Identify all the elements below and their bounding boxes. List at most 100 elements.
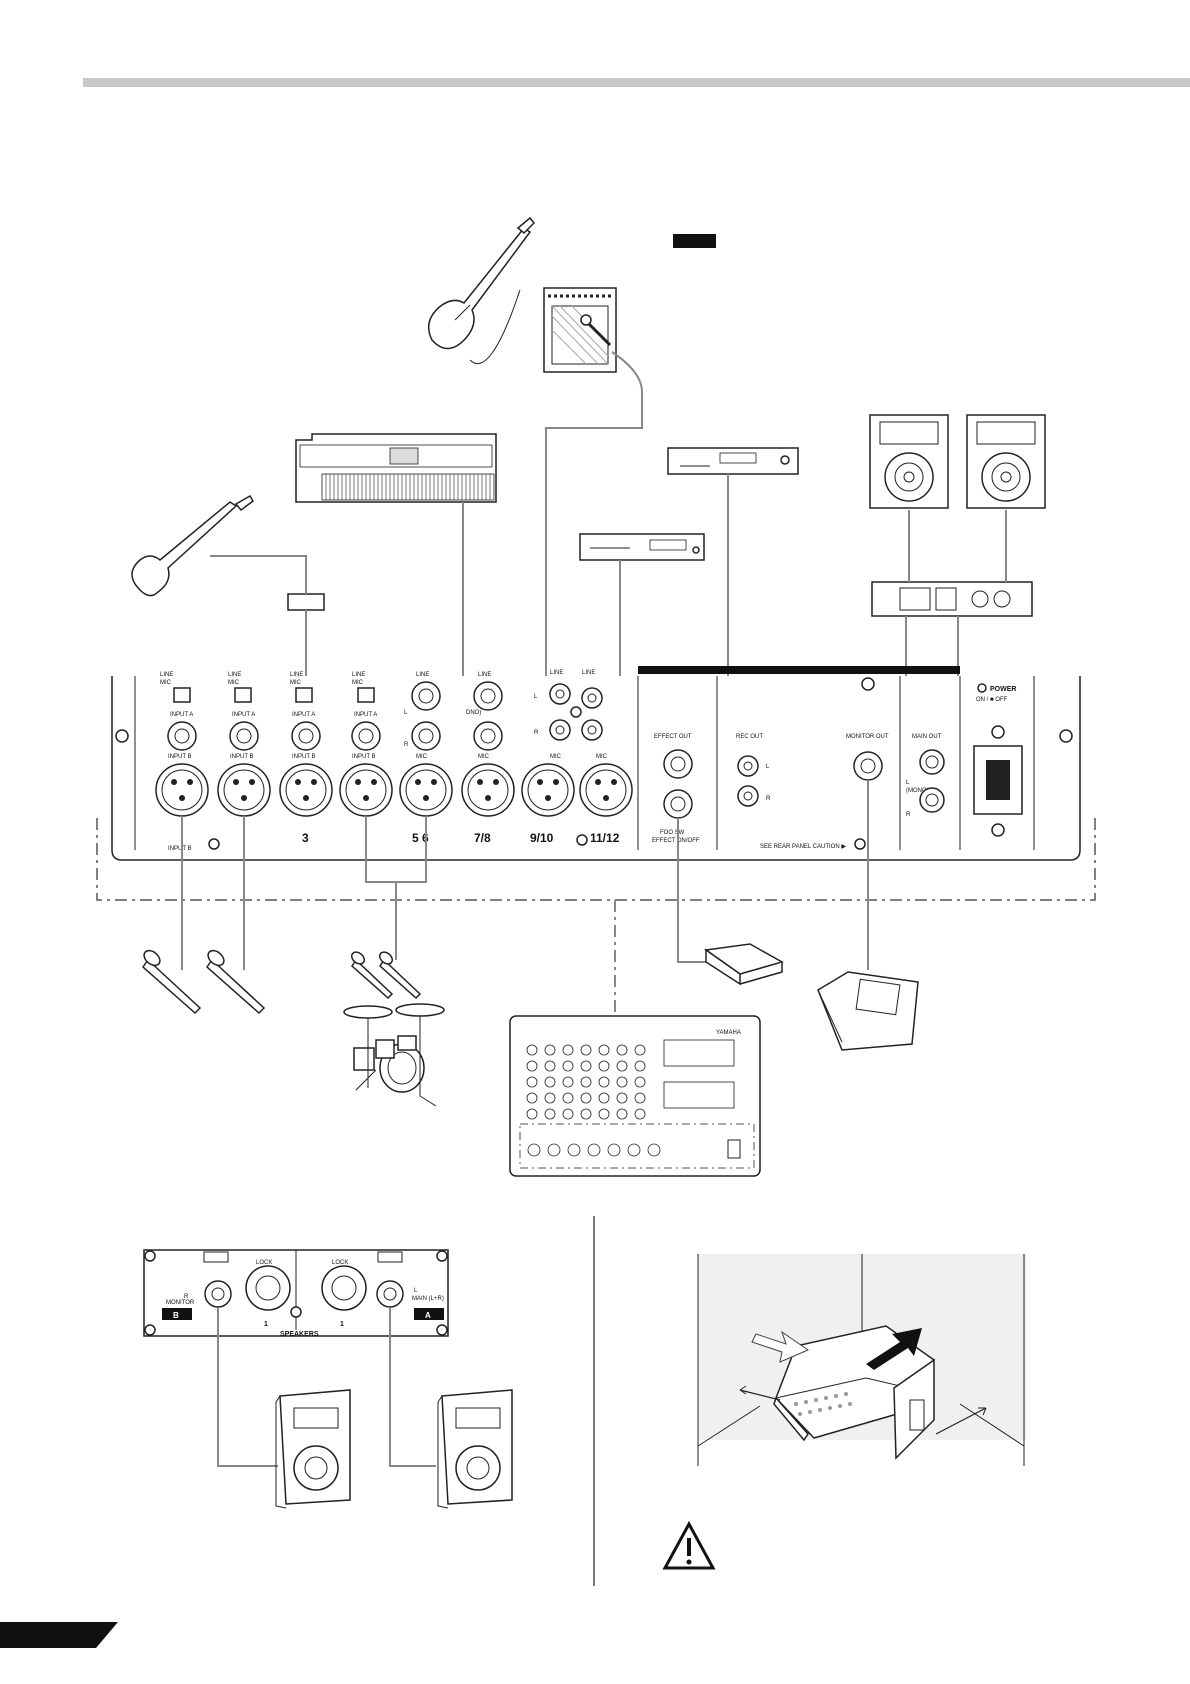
svg-text:A: A xyxy=(425,1311,431,1320)
svg-text:MIC: MIC xyxy=(550,754,562,760)
channel-2-strip: LINE MIC INPUT A INPUT B xyxy=(217,672,271,817)
cd-player-icon xyxy=(579,533,705,561)
svg-text:B: B xyxy=(173,1311,179,1320)
effect-section: EFFECT OUT FOO SW EFFECT ON/OFF xyxy=(652,734,700,844)
wire-drum-mics xyxy=(365,816,427,960)
svg-text:MAIN (L+R): MAIN (L+R) xyxy=(412,1296,444,1302)
svg-text:INPUT B: INPUT B xyxy=(168,754,192,760)
main-out-section: MAIN OUT L (MONO) R xyxy=(906,734,945,818)
microphone-icon xyxy=(205,949,266,1015)
microphone-icon xyxy=(350,951,394,1000)
svg-text:MIC: MIC xyxy=(160,680,172,686)
svg-text:9/10: 9/10 xyxy=(530,831,554,845)
svg-text:LOCK: LOCK xyxy=(332,1260,348,1266)
floor-monitor-icon xyxy=(817,971,919,1051)
svg-text:L: L xyxy=(906,780,910,786)
svg-text:MIC: MIC xyxy=(596,754,608,760)
line-mic-switch[interactable] xyxy=(234,687,252,703)
svg-text:INPUT B: INPUT B xyxy=(168,846,192,852)
power-section: POWER ON / ■ OFF xyxy=(973,683,1023,837)
svg-text:MIC: MIC xyxy=(352,680,364,686)
channel-4-strip: LINE MIC INPUT A INPUT B xyxy=(339,672,393,817)
svg-text:MIC: MIC xyxy=(416,754,428,760)
power-amplifier-icon xyxy=(871,581,1033,617)
svg-text:INPUT B: INPUT B xyxy=(292,754,316,760)
panel-screws xyxy=(115,706,1073,850)
svg-text:L: L xyxy=(766,764,770,770)
di-box-icon xyxy=(287,593,325,611)
svg-text:LINE: LINE xyxy=(582,670,595,676)
svg-text:DNO): DNO) xyxy=(466,710,481,716)
svg-text:INPUT A: INPUT A xyxy=(232,712,255,718)
svg-text:REC OUT: REC OUT xyxy=(736,734,763,740)
svg-text:POWER: POWER xyxy=(990,686,1016,693)
svg-text:R: R xyxy=(404,742,409,748)
svg-text:MIC: MIC xyxy=(228,680,240,686)
footswitch-icon xyxy=(704,943,784,986)
power-switch[interactable] xyxy=(973,745,1023,815)
svg-text:MONITOR OUT: MONITOR OUT xyxy=(846,734,889,740)
header-rule xyxy=(83,78,1190,87)
channel-5-6-strip: LINE L R MIC 5 6 xyxy=(399,672,453,845)
guitar-amp-icon xyxy=(543,287,617,373)
svg-text:SPEAKERS: SPEAKERS xyxy=(280,1331,319,1338)
line-mic-switch[interactable] xyxy=(357,687,375,703)
wire-spk-main xyxy=(389,1308,436,1467)
svg-text:1: 1 xyxy=(340,1321,344,1328)
svg-text:L: L xyxy=(534,694,538,700)
speakers-panel: R MONITOR B LOCK 1 LOCK 1 L MAIN (L+R) A… xyxy=(143,1249,449,1338)
rec-out-section: REC OUT L R xyxy=(736,734,771,807)
svg-text:R: R xyxy=(766,796,771,802)
svg-text:EFFECT OUT: EFFECT OUT xyxy=(654,734,692,740)
svg-text:R: R xyxy=(534,730,539,736)
svg-text:3: 3 xyxy=(302,831,309,845)
svg-text:INPUT A: INPUT A xyxy=(354,712,377,718)
line-mic-switch[interactable] xyxy=(295,687,313,703)
svg-text:(MONO): (MONO) xyxy=(906,788,929,794)
channel-3-strip: LINE MIC INPUT A INPUT B 3 xyxy=(279,672,333,845)
placement-illustration xyxy=(697,1254,1026,1466)
svg-text:LINE: LINE xyxy=(478,672,491,678)
svg-text:YAMAHA: YAMAHA xyxy=(716,1030,741,1036)
microphone-icon xyxy=(378,951,422,1000)
svg-text:7/8: 7/8 xyxy=(474,831,491,845)
svg-text:R: R xyxy=(184,1294,189,1300)
svg-text:SEE REAR PANEL CAUTION ▶: SEE REAR PANEL CAUTION ▶ xyxy=(760,844,846,850)
electric-guitar-icon xyxy=(131,494,254,597)
amp-mic-icon xyxy=(580,314,612,347)
wire-spk-monitor xyxy=(217,1308,278,1467)
svg-text:EFFECT ON/OFF: EFFECT ON/OFF xyxy=(652,838,700,844)
svg-text:R: R xyxy=(906,812,911,818)
svg-text:5 6: 5 6 xyxy=(412,831,429,845)
channel-9-10-strip: LINE L R MIC 9/10 xyxy=(521,670,575,845)
svg-text:LINE: LINE xyxy=(416,672,429,678)
svg-text:INPUT A: INPUT A xyxy=(292,712,315,718)
svg-text:MIC: MIC xyxy=(290,680,302,686)
channel-7-8-strip: LINE DNO) MIC 7/8 xyxy=(461,672,515,845)
note-block xyxy=(673,234,716,248)
wire-footswitch xyxy=(677,818,708,963)
drum-kit-icon xyxy=(343,1003,445,1107)
microphone-icon xyxy=(141,949,202,1015)
wire-amp-mic xyxy=(545,351,643,760)
svg-text:LOCK: LOCK xyxy=(256,1260,272,1266)
svg-text:INPUT A: INPUT A xyxy=(170,712,193,718)
svg-text:L: L xyxy=(414,1288,418,1294)
speaker-icon xyxy=(966,414,1046,509)
channel-11-12-strip: LINE MIC 11/12 xyxy=(579,670,633,845)
svg-text:MAIN OUT: MAIN OUT xyxy=(912,734,942,740)
speaker-icon xyxy=(869,414,949,509)
svg-text:ON / ■ OFF: ON / ■ OFF xyxy=(976,697,1008,703)
svg-text:MONITOR: MONITOR xyxy=(166,1300,195,1306)
svg-text:LINE: LINE xyxy=(228,672,241,678)
svg-text:LINE: LINE xyxy=(160,672,173,678)
svg-text:INPUT B: INPUT B xyxy=(230,754,254,760)
wire-guitar-di xyxy=(210,555,307,594)
line-mic-switch[interactable] xyxy=(173,687,191,703)
electric-guitar-icon xyxy=(427,216,536,350)
svg-text:1: 1 xyxy=(264,1321,268,1328)
svg-text:MIC: MIC xyxy=(478,754,490,760)
warning-triangle-icon xyxy=(662,1520,716,1570)
svg-text:INPUT B: INPUT B xyxy=(352,754,376,760)
